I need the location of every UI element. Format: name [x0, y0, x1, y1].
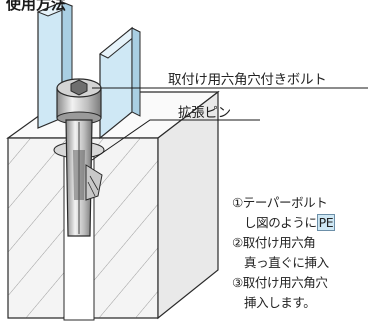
gripper-jaw-right — [99, 26, 141, 140]
step-2-line-2: 真っ直ぐに挿入 — [244, 255, 329, 270]
section-heading: 使用方法 — [6, 0, 67, 13]
expansion-slit — [73, 150, 85, 200]
pe-badge: PE — [316, 214, 336, 231]
step-2-line-1: ②取付け用六角 — [232, 235, 316, 250]
leader-line-pin — [91, 119, 260, 161]
expansion-pin — [65, 119, 103, 237]
step-3-line-2: 挿入します。 — [244, 295, 316, 310]
step-3-line-1: ③取付け用六角穴 — [232, 275, 328, 290]
block-side-face — [157, 90, 219, 320]
hex-socket — [70, 79, 88, 96]
bolt-label: 取付け用六角穴付きボルト — [168, 72, 327, 88]
pin-label: 拡張ピン — [178, 105, 231, 121]
step-1-text: し図のように — [244, 215, 317, 230]
socket-head-bolt — [56, 78, 102, 125]
step-1-line-1: ①テーパーボルト — [232, 195, 328, 210]
